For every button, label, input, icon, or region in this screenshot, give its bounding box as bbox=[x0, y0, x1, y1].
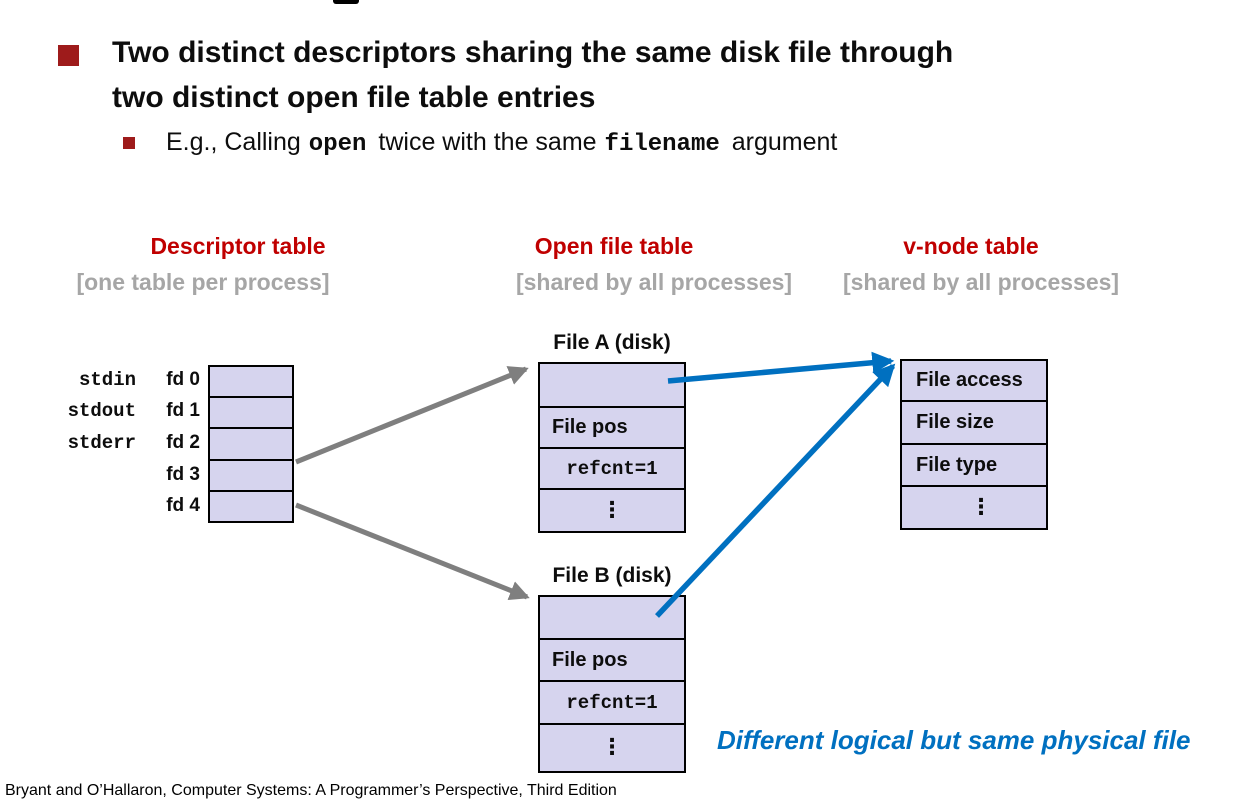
column-header-open-file-table: Open file table bbox=[534, 233, 694, 259]
column-subtitle-descriptor-table: [one table per process] bbox=[76, 269, 330, 295]
vnode-cell-file-size: File size bbox=[902, 402, 1046, 445]
callout-text: Different logical but same physical file bbox=[717, 725, 1191, 755]
file-a-cell-filepos: File pos bbox=[540, 408, 684, 449]
std-label-stdin: stdin bbox=[78, 369, 136, 391]
file-a-title: File A (disk) bbox=[553, 331, 671, 354]
std-label-stderr: stderr bbox=[67, 432, 136, 454]
file-b-cell-empty bbox=[540, 597, 684, 640]
file-b-cell-refcnt: refcnt=1 bbox=[540, 682, 684, 725]
column-header-vnode-table: v-node table bbox=[903, 233, 1039, 259]
footer-credit: Bryant and O’Hallaron, Computer Systems:… bbox=[5, 782, 617, 799]
arrow-file-b-to-vnode bbox=[655, 363, 896, 618]
sub-bullet-prefix: E.g., Calling bbox=[166, 128, 301, 156]
cut-off-title-fragment bbox=[333, 0, 359, 4]
fd-label-2: fd 2 bbox=[166, 432, 200, 453]
column-subtitle-vnode-table: [shared by all processes] bbox=[842, 269, 1120, 295]
inline-code-open: open bbox=[308, 131, 367, 158]
inline-code-filename: filename bbox=[604, 131, 720, 158]
column-header-descriptor-table: Descriptor table bbox=[150, 233, 326, 259]
descriptor-cell-fd3 bbox=[210, 461, 292, 492]
file-a-cell-empty bbox=[540, 364, 684, 408]
main-bullet-line-2: two distinct open file table entries bbox=[112, 81, 596, 114]
file-b-cell-filepos: File pos bbox=[540, 640, 684, 682]
sub-bullet-middle: twice with the same bbox=[378, 128, 597, 156]
sub-bullet-marker bbox=[123, 137, 135, 149]
vnode-cell-file-type: File type bbox=[902, 445, 1046, 487]
file-a-table: File pos refcnt=1 ⋮ bbox=[538, 362, 686, 533]
vnode-cell-file-access: File access bbox=[902, 361, 1046, 402]
arrow-fd3-to-file-a bbox=[295, 366, 529, 465]
vnode-table: File access File size File type ⋮ bbox=[900, 359, 1048, 530]
sub-bullet-suffix: argument bbox=[731, 128, 838, 156]
fd-label-1: fd 1 bbox=[166, 400, 200, 421]
descriptor-cell-fd0 bbox=[210, 367, 292, 399]
descriptor-table bbox=[208, 365, 294, 523]
file-a-cell-refcnt: refcnt=1 bbox=[540, 449, 684, 490]
main-bullet-text: Two distinct descriptors sharing the sam… bbox=[112, 30, 953, 120]
vnode-cell-ellipsis: ⋮ bbox=[970, 494, 992, 520]
fd-label-4: fd 4 bbox=[166, 495, 200, 516]
file-b-table: File pos refcnt=1 ⋮ bbox=[538, 595, 686, 773]
column-subtitle-open-file-table: [shared by all processes] bbox=[515, 269, 793, 295]
descriptor-cell-fd2 bbox=[210, 429, 292, 461]
std-label-stdout: stdout bbox=[67, 400, 136, 422]
file-b-title: File B (disk) bbox=[552, 564, 672, 587]
descriptor-cell-fd1 bbox=[210, 398, 292, 430]
main-bullet-marker bbox=[58, 45, 79, 66]
fd-label-0: fd 0 bbox=[166, 369, 200, 390]
main-bullet-line-1: Two distinct descriptors sharing the sam… bbox=[112, 36, 954, 69]
file-b-cell-ellipsis: ⋮ bbox=[601, 735, 623, 760]
fd-label-3: fd 3 bbox=[166, 464, 200, 485]
arrow-fd4-to-file-b bbox=[295, 502, 530, 601]
file-a-cell-ellipsis: ⋮ bbox=[601, 497, 623, 523]
sub-bullet-text: E.g., Calling open twice with the same file… bbox=[166, 128, 837, 158]
descriptor-cell-fd4 bbox=[210, 492, 292, 521]
arrow-file-a-to-vnode bbox=[667, 351, 895, 384]
